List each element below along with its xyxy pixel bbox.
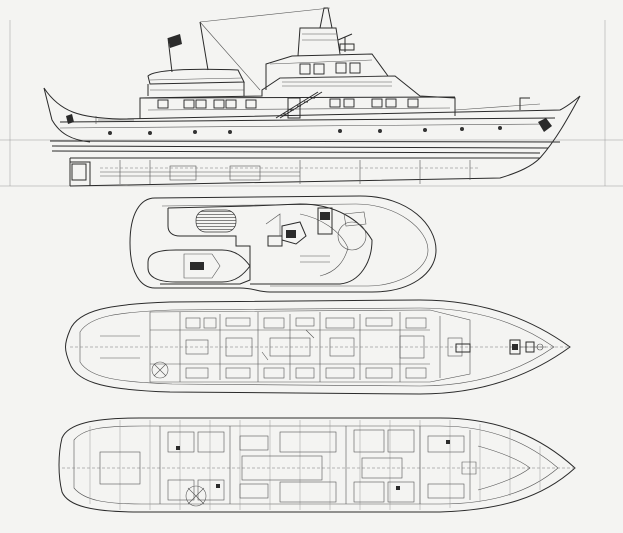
external-stairs: [275, 91, 323, 119]
lower-deck-hull-outline: [58, 417, 576, 513]
tender-top-view: [147, 249, 251, 283]
life-raft: [195, 209, 237, 233]
hull-portholes: [108, 126, 502, 135]
bow-anchor: [538, 118, 552, 132]
wheelhouse: [265, 53, 389, 90]
upper-deck-outline: [129, 195, 437, 293]
upper-deck-plan: [129, 195, 437, 293]
deckhouse-windows: [157, 98, 419, 109]
main-deck-hatch: [455, 343, 471, 353]
ensign-flag: [168, 34, 182, 48]
bow-chain-locker: [477, 445, 531, 491]
stern-emblem: [66, 114, 74, 124]
tender-on-deck: [147, 68, 245, 85]
funnel: [297, 27, 341, 57]
lower-deck-compartments: [99, 426, 471, 507]
mast: [319, 7, 333, 29]
waterline: [49, 140, 561, 143]
lower-deck-plan: [58, 417, 576, 513]
hull-sheer-line: [43, 87, 581, 120]
main-deck-plan: [65, 299, 571, 395]
upper-helm-station: [249, 203, 373, 285]
profile-view: [0, 7, 623, 187]
deckhouse-door: [287, 97, 301, 119]
main-deck-rooms: [150, 312, 463, 382]
main-deck-hull-outline: [65, 299, 571, 395]
rudder: [70, 161, 91, 186]
